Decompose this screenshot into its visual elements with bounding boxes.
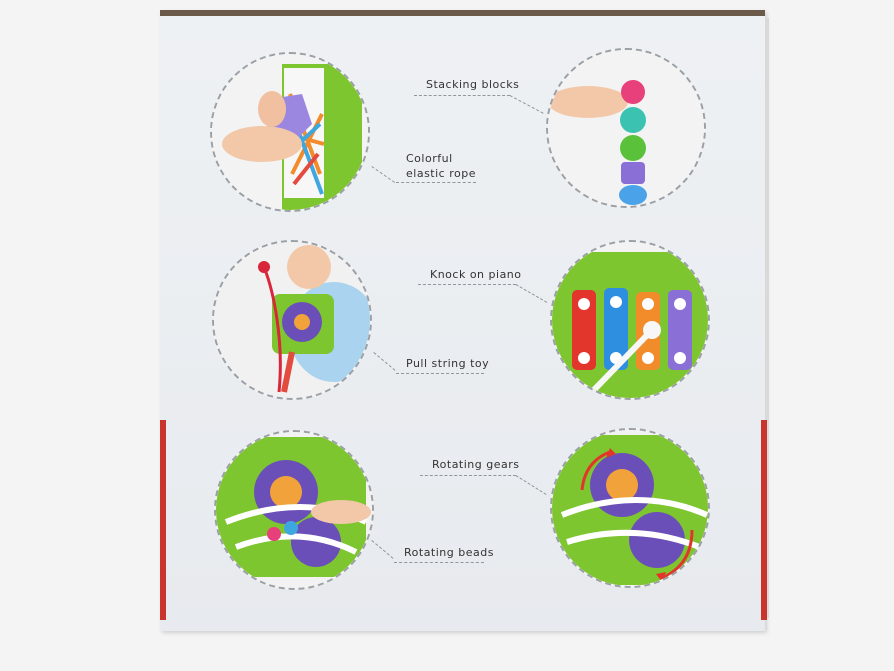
label-knock-on-piano: Knock on piano <box>430 268 522 281</box>
photo-elastic-rope <box>210 52 370 212</box>
connector-gears <box>420 475 516 476</box>
label-rotating-beads: Rotating beads <box>404 546 494 559</box>
label-colorful-elastic-rope: Colorful elastic rope <box>406 152 476 180</box>
photo-rotating-beads <box>214 430 374 590</box>
connector-stacking-blocks <box>414 95 510 96</box>
label-rotating-gears: Rotating gears <box>432 458 520 471</box>
connector-piano <box>418 284 516 285</box>
photo-pull-string-toy <box>212 240 372 400</box>
connector-beads <box>394 562 484 563</box>
box-red-strip-left <box>160 420 166 620</box>
photo-stacking-blocks <box>546 48 706 208</box>
photo-rotating-gears <box>550 428 710 588</box>
connector-elastic-rope <box>396 182 476 183</box>
connector-pull-string <box>396 373 484 374</box>
label-pull-string-toy: Pull string toy <box>406 357 490 370</box>
photo-knock-on-piano <box>550 240 710 400</box>
box-red-strip-right <box>761 420 767 620</box>
box-side-edge <box>765 18 769 618</box>
label-stacking-blocks: Stacking blocks <box>426 78 520 91</box>
